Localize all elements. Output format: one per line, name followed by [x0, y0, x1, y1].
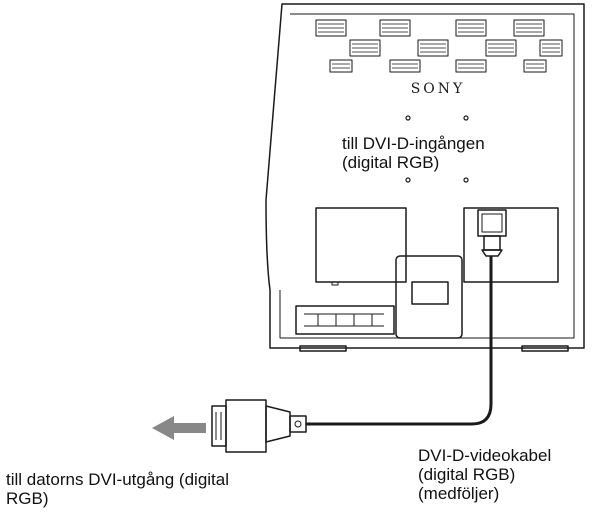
- dvi-connector-monitor: [477, 209, 507, 257]
- dvi-strain-relief: [265, 405, 291, 443]
- cable-label-line2: (digital RGB): [418, 465, 516, 484]
- monitor-input-label-line2: (digital RGB): [342, 153, 440, 172]
- mounting-holes: [405, 115, 469, 183]
- stand-neck: [395, 255, 463, 339]
- computer-output-label-line2: RGB): [6, 489, 49, 508]
- screw-hole-icon: [463, 177, 469, 183]
- arrow-left-icon: [152, 416, 206, 440]
- cable-label: DVI-D-videokabel (digital RGB) (medfölje…: [418, 446, 551, 503]
- dvi-connector-computer: [211, 399, 307, 453]
- screw-hole-icon: [463, 115, 469, 121]
- bottom-port-pins: [304, 313, 384, 327]
- thumbscrew-icon: [294, 420, 302, 428]
- stand-handle-slot: [411, 281, 449, 305]
- ventilation-grille: [315, 19, 563, 73]
- monitor-rear: [265, 3, 585, 352]
- dvi-plug-head: [211, 405, 227, 447]
- monitor-back-inner-outline: [279, 13, 575, 339]
- sony-logo: SONY: [411, 81, 466, 97]
- monitor-foot-left: [299, 345, 347, 352]
- cable-label-line1: DVI-D-videokabel: [418, 446, 552, 465]
- dvi-d-video-cable: [306, 256, 493, 426]
- power-led-icon: [331, 281, 339, 286]
- cable-label-line3: (medföljer): [418, 484, 500, 503]
- monitor-input-label-line1: till DVI-D-ingången: [342, 134, 485, 153]
- connector-panel: [295, 207, 559, 335]
- connector-cover-left: [315, 207, 407, 283]
- computer-output-label-line1: till datorns DVI-utgång (digital: [6, 470, 230, 489]
- dvi-plug-body: [225, 399, 267, 453]
- monitor-foot-right: [521, 345, 569, 352]
- screw-hole-icon: [405, 177, 411, 183]
- monitor-back-panel: [265, 3, 585, 349]
- monitor-stand: [395, 255, 463, 339]
- connector-cover-right: [463, 207, 559, 283]
- screw-hole-icon: [405, 115, 411, 121]
- monitor-input-label: till DVI-D-ingången (digital RGB): [342, 134, 485, 172]
- bottom-port-slot: [295, 305, 395, 335]
- computer-output-label: till datorns DVI-utgång (digital RGB): [6, 470, 229, 508]
